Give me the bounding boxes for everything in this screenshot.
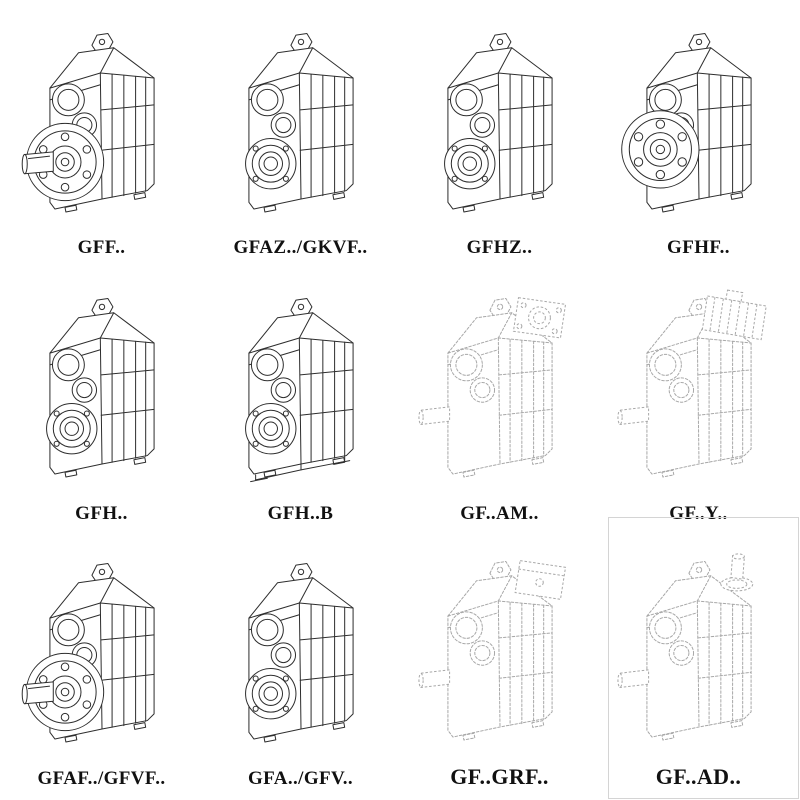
gearbox-with-motor-art (615, 284, 783, 486)
gearbox-shaft-adapter-art (615, 547, 783, 749)
gearbox-hollow-shaft-art (416, 19, 584, 221)
gearbox-motor-adapter-art (416, 284, 584, 486)
model-label-gfa-gfv: GFA../GFV.. (247, 768, 354, 789)
gearbox-flange-face-art (615, 19, 783, 221)
drawing-gfhf (599, 2, 798, 237)
model-label-gfhf: GFHF.. (667, 237, 730, 259)
drawing-gfh (2, 267, 201, 502)
model-label-gf-y: GF..Y.. (669, 502, 728, 524)
catalog-cell-gf-am: GF..AM.. (400, 267, 599, 532)
model-label-gf-grf: GF..GRF.. (450, 764, 549, 789)
gearbox-hollow-shaft-art (217, 19, 385, 221)
model-label-gff: GFF.. (77, 237, 126, 259)
drawing-gf-am (400, 267, 599, 502)
drawing-gfa-gfv (201, 533, 400, 768)
gearbox-cover-box-art (416, 547, 584, 749)
catalog-cell-gf-ad: GF..AD.. (599, 533, 798, 798)
gearbox-flange-shaft-art (18, 549, 186, 751)
catalog-cell-gf-grf: GF..GRF.. (400, 533, 599, 798)
catalog-cell-gfa-gfv: GFA../GFV.. (201, 533, 400, 798)
gearbox-flange-shaft-art (18, 19, 186, 221)
drawing-gfhz (400, 2, 599, 237)
drawing-gff (2, 2, 201, 237)
catalog-cell-gfh-b: GFH..B (201, 267, 400, 532)
gearbox-hollow-shaft-art (217, 549, 385, 751)
model-label-gfaz-gkvf: GFAZ../GKVF.. (233, 237, 368, 259)
catalog-cell-gfaz-gkvf: GFAZ../GKVF.. (201, 2, 400, 267)
model-label-gfhz: GFHZ.. (466, 237, 533, 259)
model-label-gf-am: GF..AM.. (460, 502, 539, 524)
drawing-gfaf-gfvf (2, 533, 201, 768)
drawing-gf-y (599, 267, 798, 502)
catalog-cell-gfhz: GFHZ.. (400, 2, 599, 267)
catalog-cell-gfh: GFH.. (2, 267, 201, 532)
drawing-gfaz-gkvf (201, 2, 400, 237)
catalog-cell-gff: GFF.. (2, 2, 201, 267)
gearbox-hollow-base-art (217, 284, 385, 486)
drawing-gf-ad (599, 533, 798, 764)
model-label-gfaf-gfvf: GFAF../GFVF.. (37, 768, 166, 789)
drawing-gfh-b (201, 267, 400, 502)
catalog-cell-gfaf-gfvf: GFAF../GFVF.. (2, 533, 201, 798)
model-label-gfh-b: GFH..B (267, 502, 334, 524)
catalog-cell-gf-y: GF..Y.. (599, 267, 798, 532)
drawing-gf-grf (400, 533, 599, 764)
model-label-gf-ad: GF..AD.. (655, 764, 742, 789)
gearbox-hollow-shaft-art (18, 284, 186, 486)
model-label-gfh: GFH.. (75, 502, 128, 524)
catalog-cell-gfhf: GFHF.. (599, 2, 798, 267)
